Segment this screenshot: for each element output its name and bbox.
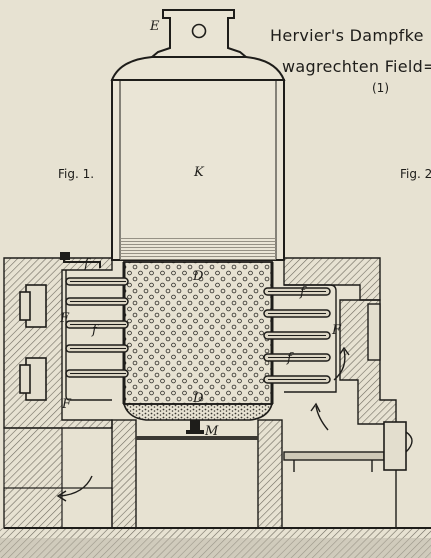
- left-pillar: [111, 419, 137, 529]
- label-K: K: [194, 165, 204, 180]
- label-F-left-2: F: [62, 397, 72, 412]
- label-f-right-2: f: [287, 351, 292, 366]
- label-M: M: [205, 424, 219, 439]
- left-cleaning-doors: [19, 284, 47, 401]
- boiler-crown: [110, 56, 286, 81]
- label-D-top: D: [193, 269, 204, 284]
- water-level: [120, 238, 276, 262]
- damper-frame: [367, 303, 381, 361]
- label-D-bottom: D: [193, 391, 204, 406]
- boiler-shell: [111, 79, 285, 261]
- figure-2-caption: Fig. 2: [400, 167, 431, 181]
- gas-flow-arrows: [56, 346, 350, 502]
- plate-number: (1): [372, 81, 389, 95]
- steam-dome-opening: [191, 23, 207, 39]
- label-E: E: [150, 19, 160, 34]
- left-field-tubes: [65, 277, 129, 378]
- label-f-left-1: f: [84, 257, 89, 272]
- title-line-2: wagrechten Field=I: [282, 57, 431, 76]
- mud-valve: [190, 420, 200, 430]
- label-F-right: F: [332, 323, 342, 338]
- steam-dome: [149, 9, 249, 58]
- right-pillar: [257, 419, 283, 529]
- label-f-right-1: f: [300, 285, 305, 300]
- firebox-bottom: [122, 403, 274, 421]
- fire-door: [383, 421, 407, 471]
- label-F-left-1: F: [60, 311, 70, 326]
- fire-grate: [283, 451, 385, 461]
- figure-1-caption: Fig. 1.: [58, 167, 95, 181]
- right-field-tubes: [263, 287, 331, 384]
- label-f-left-2: f: [92, 323, 97, 338]
- title-line-1: Hervier's Dampfke: [270, 26, 424, 45]
